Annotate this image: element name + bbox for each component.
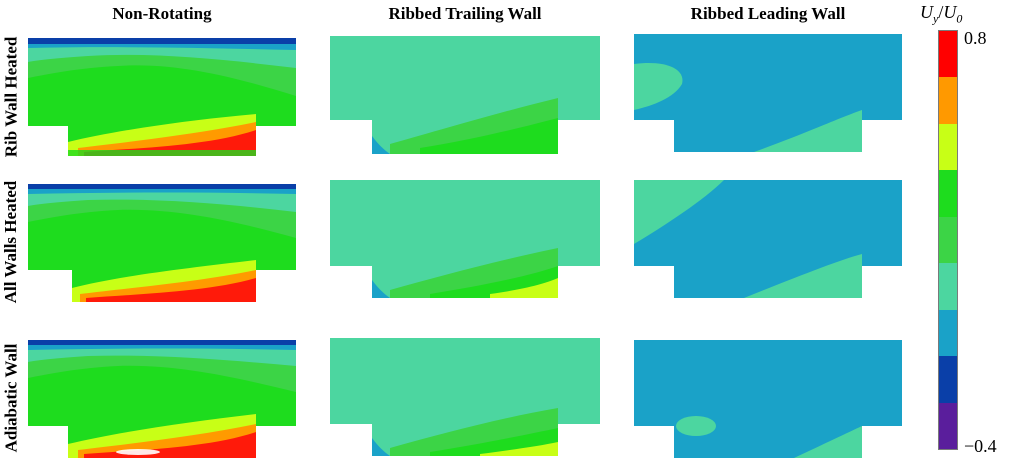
colorbar-max-label: 0.8 [964,28,987,48]
column-title-ribbed-leading-wall: Ribbed Leading Wall [690,4,846,23]
contour-panel-ribbed-leading-wall-adiabatic-wall [634,340,902,458]
colorbar-segment [939,263,957,310]
colorbar-segment [939,356,957,403]
colorbar-title: Uy/U0 [920,2,963,26]
contour-panel-ribbed-leading-wall-rib-wall-heated [634,34,902,152]
colorbar-segment [939,170,957,217]
contour-panel-ribbed-leading-wall-all-walls-heated [634,180,902,298]
row-title-all-walls-heated: All Walls Heated [1,180,21,304]
row-title-rib-wall-heated: Rib Wall Heated [1,36,20,158]
contour-panel-ribbed-trailing-wall-rib-wall-heated [330,36,600,154]
contour-panel-non-rotating-adiabatic-wall [28,340,296,458]
column-title-non-rotating: Non-Rotating [112,4,212,23]
colorbar [938,30,958,450]
colorbar-min-label: −0.4 [964,436,997,456]
contour-panel-ribbed-trailing-wall-all-walls-heated [330,180,600,298]
column-title-ribbed-trailing-wall: Ribbed Trailing Wall [388,4,542,23]
contour-panel-non-rotating-rib-wall-heated [28,38,296,156]
contour-panel-non-rotating-all-walls-heated [28,184,296,302]
colorbar-segment [939,402,957,449]
row-title-adiabatic-wall: Adiabatic Wall [1,343,21,453]
colorbar-segment [939,309,957,357]
colorbar-segment [939,77,957,124]
contour-panel-ribbed-trailing-wall-adiabatic-wall [330,338,600,456]
colorbar-segment [939,123,957,171]
colorbar-segment [939,216,957,264]
colorbar-segment [939,31,957,78]
